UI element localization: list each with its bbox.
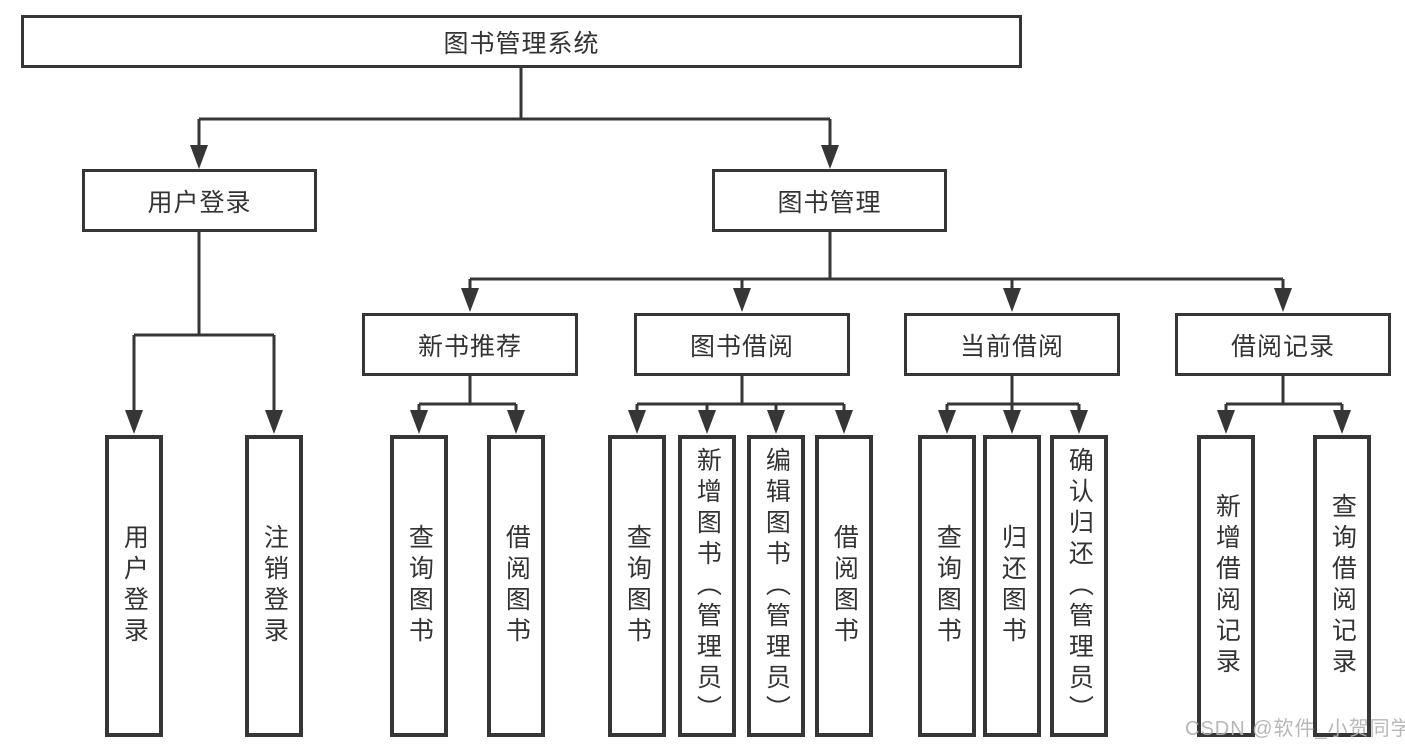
leaf-query-books-current: 查询图书 — [918, 435, 976, 737]
node-label: 新书推荐 — [417, 332, 522, 361]
leaf-label: 查询借阅记录 — [1328, 493, 1357, 679]
arrowhead — [938, 410, 956, 434]
leaf-return-books: 归还图书 — [983, 435, 1041, 737]
node-user-login: 用户登录 — [82, 169, 317, 232]
arrowhead — [733, 288, 751, 312]
arrowhead — [767, 410, 785, 434]
node-label: 图书借阅 — [689, 332, 794, 361]
arrowhead — [1070, 410, 1088, 434]
leaf-label: 查询图书 — [933, 524, 962, 648]
leaf-logout: 注销登录 — [245, 435, 303, 737]
leaf-borrow-books: 借阅图书 — [815, 435, 873, 737]
arrowhead — [461, 288, 479, 312]
node-label: 图书管理 — [777, 188, 882, 217]
leaf-label: 归还图书 — [998, 524, 1027, 648]
leaf-label: 查询图书 — [623, 524, 652, 648]
arrowhead — [821, 145, 839, 169]
arrowhead — [1217, 410, 1235, 434]
leaf-label: 新增借阅记录 — [1212, 493, 1241, 679]
arrowhead — [835, 410, 853, 434]
arrowhead — [1003, 410, 1021, 434]
leaf-label: 借阅图书 — [502, 524, 531, 648]
leaf-label: 确认归还（管理员） — [1065, 446, 1094, 726]
arrowhead — [265, 410, 283, 434]
leaf-label: 用户登录 — [120, 524, 149, 648]
leaf-query-borrow-record: 查询借阅记录 — [1313, 435, 1371, 737]
node-borrow-records: 借阅记录 — [1175, 313, 1391, 376]
node-new-book-recommend: 新书推荐 — [362, 313, 578, 376]
leaf-label: 借阅图书 — [830, 524, 859, 648]
arrowhead — [190, 145, 208, 169]
node-book-management: 图书管理 — [712, 169, 947, 232]
leaf-query-books-borrow: 查询图书 — [608, 435, 666, 737]
node-root: 图书管理系统 — [21, 15, 1022, 68]
node-label: 用户登录 — [147, 188, 252, 217]
arrowhead — [1003, 288, 1021, 312]
arrowhead — [125, 410, 143, 434]
leaf-user-login: 用户登录 — [105, 435, 163, 737]
node-root-label: 图书管理系统 — [443, 29, 600, 58]
arrowhead — [1274, 288, 1292, 312]
leaf-edit-books-admin: 编辑图书（管理员） — [747, 435, 805, 737]
leaf-confirm-return-admin: 确认归还（管理员） — [1050, 435, 1108, 737]
arrowhead — [1333, 410, 1351, 434]
node-book-borrow: 图书借阅 — [634, 313, 850, 376]
leaf-add-books-admin: 新增图书（管理员） — [678, 435, 736, 737]
leaf-label: 查询图书 — [405, 524, 434, 648]
arrowhead — [628, 410, 646, 434]
leaf-query-books-recommend: 查询图书 — [390, 435, 448, 737]
arrowhead — [507, 410, 525, 434]
csdn-watermark: CSDN @软件_小贺同学 — [1185, 718, 1405, 740]
arrowhead — [698, 410, 716, 434]
leaf-label: 注销登录 — [260, 524, 289, 648]
leaf-label: 编辑图书（管理员） — [762, 446, 791, 726]
node-label: 当前借阅 — [959, 332, 1064, 361]
leaf-label: 新增图书（管理员） — [693, 446, 722, 726]
leaf-borrow-books-recommend: 借阅图书 — [487, 435, 545, 737]
node-current-borrow: 当前借阅 — [904, 313, 1120, 376]
node-label: 借阅记录 — [1230, 332, 1335, 361]
leaf-add-borrow-record: 新增借阅记录 — [1197, 435, 1255, 737]
arrowhead — [410, 410, 428, 434]
